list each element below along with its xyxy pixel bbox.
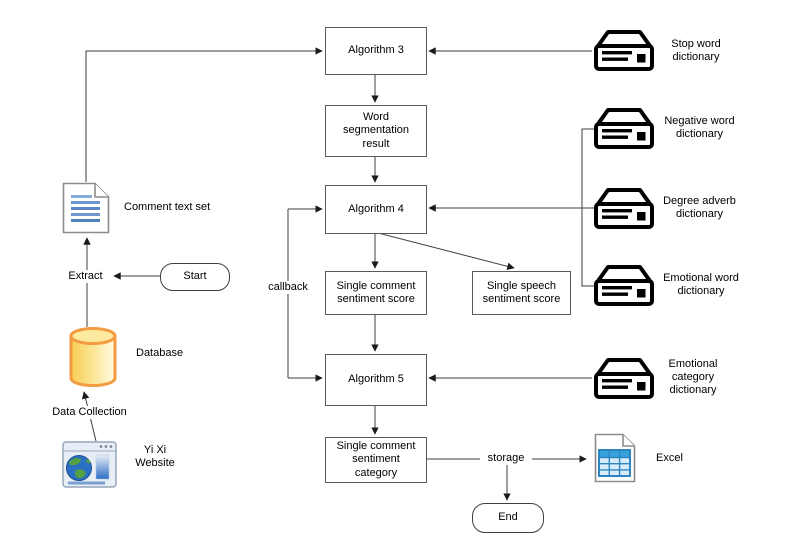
excel-label: Excel [656,452,683,464]
degree-adverb-dictionary-label: Degree adverb dictionary [663,195,736,220]
edge-label-extract: Extract [63,270,108,283]
node-single-comment-sentiment-score: Single comment sentiment score [325,271,427,315]
excel-file-icon [594,433,636,483]
server-icon-stop-word [594,30,654,71]
edge-label-callback: callback [261,281,315,294]
server-icon-degree-adverb [594,188,654,229]
document-icon [62,182,110,234]
node-single-comment-sentiment-category: Single comment sentiment category [325,437,427,483]
edge-label-data-collection: Data Collection [46,406,133,419]
node-end: End [472,503,544,533]
emotional-category-dictionary-label: Emotional category dictionary [668,358,718,396]
server-icon-emotional-word [594,265,654,306]
website-label: Yi Xi Website [135,444,175,469]
server-icon-emotional-category [594,358,654,399]
node-algorithm-3: Algorithm 3 [325,27,427,75]
server-icon-negative-word [594,108,654,149]
node-start: Start [160,263,230,291]
comment-text-set-label: Comment text set [124,201,211,213]
edge-label-storage: storage [480,452,532,465]
database-icon [69,327,117,388]
node-algorithm-4: Algorithm 4 [325,185,427,234]
stop-word-dictionary-label: Stop word dictionary [671,38,721,63]
node-word-segmentation-result: Word segmentation result [325,105,427,157]
node-single-speech-sentiment-score: Single speech sentiment score [472,271,571,315]
browser-globe-icon [62,441,117,488]
database-label: Database [136,347,184,359]
emotional-word-dictionary-label: Emotional word dictionary [663,272,739,297]
negative-word-dictionary-label: Negative word dictionary [664,115,735,140]
node-algorithm-5: Algorithm 5 [325,354,427,406]
